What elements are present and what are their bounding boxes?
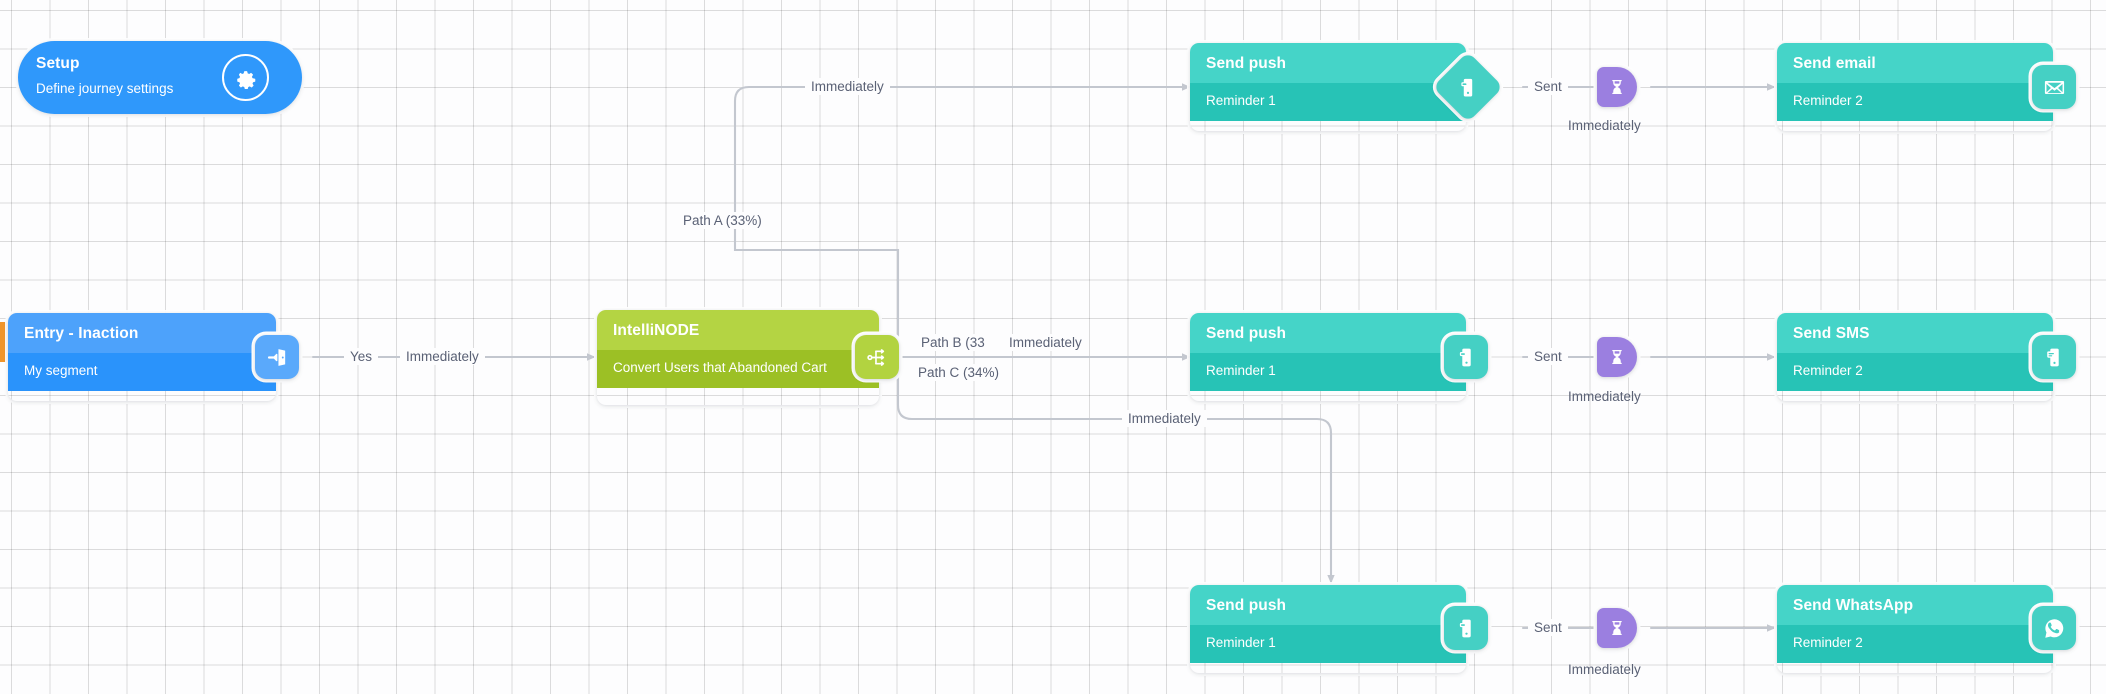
send-push-c-title: Send push xyxy=(1190,585,1466,625)
entry-door-icon[interactable] xyxy=(255,335,299,379)
send-email-title: Send email xyxy=(1777,43,2053,83)
send-sms-title: Send SMS xyxy=(1777,313,2053,353)
send-email-subtitle: Reminder 2 xyxy=(1777,82,2053,121)
edge-label-path-b: Path B (33 xyxy=(915,334,991,351)
send-push-a-card: Send push Reminder 1 xyxy=(1190,43,1466,131)
setup-subtitle: Define journey settings xyxy=(36,80,174,96)
node-wait-c[interactable] xyxy=(1597,608,1637,648)
node-wait-a[interactable] xyxy=(1597,67,1637,107)
whatsapp-icon[interactable] xyxy=(2032,606,2076,650)
entry-connector-stub xyxy=(0,322,8,362)
hourglass-icon xyxy=(1612,620,1622,636)
wait-b-label: Immediately xyxy=(1568,389,1641,404)
hourglass-icon xyxy=(1612,349,1622,365)
whatsapp-icon-glyph xyxy=(2044,618,2063,638)
node-intellinode[interactable]: IntelliNODE Convert Users that Abandoned… xyxy=(597,310,879,405)
send-push-b-subtitle: Reminder 1 xyxy=(1190,352,1466,391)
split-branch-icon[interactable] xyxy=(855,335,899,379)
edge-label-sent-a: Sent xyxy=(1528,78,1568,95)
wait-c-label: Immediately xyxy=(1568,662,1641,677)
entry-door-icon-glyph xyxy=(267,348,285,366)
send-push-a-title: Send push xyxy=(1190,43,1466,83)
intellinode-title: IntelliNODE xyxy=(597,310,879,350)
node-wait-b[interactable] xyxy=(1597,337,1637,377)
push-device-icon[interactable] xyxy=(1444,335,1488,379)
node-send-sms[interactable]: Send SMS Reminder 2 xyxy=(1777,313,2053,401)
node-send-push-c[interactable]: Send push Reminder 1 xyxy=(1190,585,1466,673)
edge-label-path-a: Path A (33%) xyxy=(677,212,768,229)
push-device-icon[interactable] xyxy=(1432,51,1504,123)
send-push-b-card: Send push Reminder 1 xyxy=(1190,313,1466,401)
node-send-push-b[interactable]: Send push Reminder 1 xyxy=(1190,313,1466,401)
node-send-email[interactable]: Send email Reminder 2 xyxy=(1777,43,2053,131)
send-sms-subtitle: Reminder 2 xyxy=(1777,352,2053,391)
send-whatsapp-subtitle: Reminder 2 xyxy=(1777,624,2053,663)
node-send-whatsapp[interactable]: Send WhatsApp Reminder 2 xyxy=(1777,585,2053,673)
push-device-icon[interactable] xyxy=(1444,606,1488,650)
setup-title: Setup xyxy=(36,55,80,72)
push-device-icon-glyph xyxy=(1459,348,1471,366)
hourglass-icon xyxy=(1612,79,1622,95)
edge-label-entry-immediately: Immediately xyxy=(400,348,485,365)
send-whatsapp-title: Send WhatsApp xyxy=(1777,585,2053,625)
node-entry[interactable]: Entry - Inaction My segment xyxy=(8,313,276,401)
send-push-c-card: Send push Reminder 1 xyxy=(1190,585,1466,673)
edge-label-entry-yes: Yes xyxy=(344,348,379,365)
sms-device-icon[interactable] xyxy=(2032,335,2076,379)
edge-label-path-c: Path C (34%) xyxy=(912,364,1006,381)
sms-device-icon-glyph xyxy=(2046,348,2059,366)
wait-a-label: Immediately xyxy=(1568,118,1641,133)
gear-icon-glyph xyxy=(237,71,256,89)
gear-icon[interactable] xyxy=(222,54,269,101)
send-email-card: Send email Reminder 2 xyxy=(1777,43,2053,131)
intellinode-card: IntelliNODE Convert Users that Abandoned… xyxy=(597,310,879,405)
edge-label-sent-b: Sent xyxy=(1528,348,1568,365)
edge-label-path-b-immediately: Immediately xyxy=(1003,334,1088,351)
split-branch-icon-glyph xyxy=(866,348,884,366)
send-whatsapp-card: Send WhatsApp Reminder 2 xyxy=(1777,585,2053,673)
send-sms-card: Send SMS Reminder 2 xyxy=(1777,313,2053,401)
intellinode-subtitle: Convert Users that Abandoned Cart xyxy=(597,349,879,388)
push-device-icon-glyph xyxy=(1459,619,1471,637)
send-push-a-subtitle: Reminder 1 xyxy=(1190,82,1466,121)
send-push-c-subtitle: Reminder 1 xyxy=(1190,624,1466,663)
send-push-b-title: Send push xyxy=(1190,313,1466,353)
envelope-icon-glyph xyxy=(2044,80,2064,94)
entry-subtitle: My segment xyxy=(8,352,276,391)
node-send-push-a[interactable]: Send push Reminder 1 xyxy=(1190,43,1466,131)
entry-title: Entry - Inaction xyxy=(8,313,276,353)
edge-label-sent-c: Sent xyxy=(1528,619,1568,636)
edge-label-path-c-immediately: Immediately xyxy=(1122,410,1207,427)
envelope-icon[interactable] xyxy=(2032,65,2076,109)
push-device-icon-glyph xyxy=(1461,78,1473,96)
entry-card: Entry - Inaction My segment xyxy=(8,313,276,401)
edge-label-path-a-immediately: Immediately xyxy=(805,78,890,95)
